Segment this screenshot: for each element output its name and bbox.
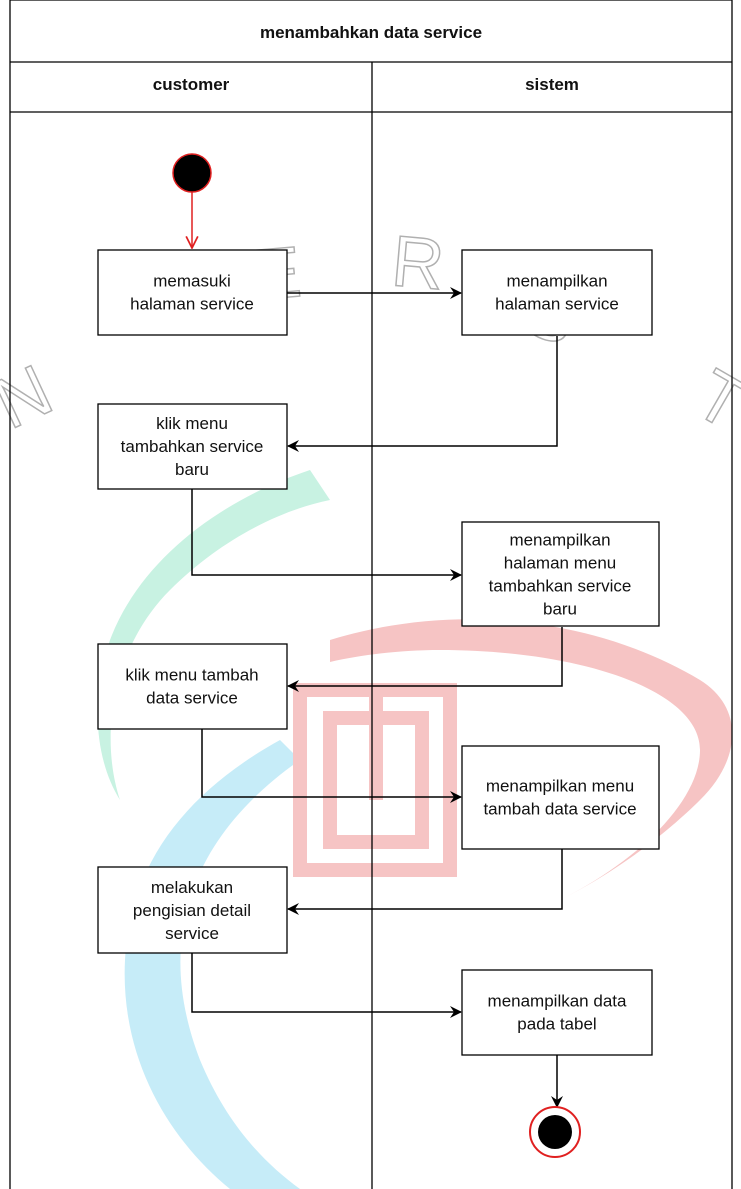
action-label-s2-line-3: tambahkan service [489, 577, 632, 596]
action-nodes [97, 249, 660, 1056]
action-box-a3 [97, 643, 288, 730]
action-box-a1 [97, 249, 288, 336]
action-label-s1-line-2: halaman service [495, 295, 619, 314]
lane-header-sistem: sistem [525, 75, 579, 94]
action-label-a4-line-3: service [165, 924, 219, 943]
initial-node [172, 153, 212, 193]
watermark-cyan-arc [124, 740, 300, 1189]
flow-s1-a2 [287, 336, 558, 452]
action-box-s4 [461, 969, 653, 1056]
action-box-s3 [461, 745, 660, 850]
flow-s2-a3 [287, 627, 563, 692]
action-box-s2 [461, 521, 660, 627]
action-label-a2-line-2: tambahkan service [121, 437, 264, 456]
action-label-s4-line-1: menampilkan data [488, 992, 627, 1011]
flow-a4-s4 [191, 953, 462, 1018]
watermark-green-arc [97, 470, 330, 800]
final-node [529, 1106, 581, 1158]
action-label-s2-line-4: baru [543, 600, 577, 619]
action-label-s2-line-2: halaman menu [504, 554, 616, 573]
action-label-a4-line-2: pengisian detail [133, 901, 251, 920]
action-box-a2 [97, 403, 288, 490]
action-label-s3-line-2: tambah data service [483, 800, 636, 819]
swimlane-frame [9, 0, 733, 1189]
flow-a2-s2 [191, 489, 462, 581]
flow-s3-a4 [287, 849, 563, 915]
final-node-core [538, 1115, 572, 1149]
action-box-s1 [461, 249, 653, 336]
watermark-red-arc [330, 619, 733, 900]
action-label-a3-line-1: klik menu tambah [125, 666, 258, 685]
action-label-a1-line-1: memasuki [153, 272, 230, 291]
flow-a3-s3 [201, 729, 462, 803]
control-flows [191, 287, 563, 1108]
action-label-s1-line-1: menampilkan [506, 272, 607, 291]
action-label-s3-line-1: menampilkan menu [486, 777, 634, 796]
action-labels: memasuki halaman service menampilkan halama… [121, 272, 637, 1034]
action-label-a3-line-2: data service [146, 689, 238, 708]
action-label-s4-line-2: pada tabel [517, 1015, 596, 1034]
watermark-red-maze [293, 683, 457, 877]
action-label-a2-line-1: klik menu [156, 414, 228, 433]
lane-header-customer: customer [153, 75, 230, 94]
action-box-a4 [97, 866, 288, 954]
diagram-title: menambahkan data service [260, 23, 482, 42]
action-label-a2-line-3: baru [175, 460, 209, 479]
action-label-a4-line-1: melakukan [151, 878, 233, 897]
action-label-s2-line-1: menampilkan [509, 531, 610, 550]
watermark-letter-4: R [389, 221, 448, 305]
action-label-a1-line-2: halaman service [130, 295, 254, 314]
